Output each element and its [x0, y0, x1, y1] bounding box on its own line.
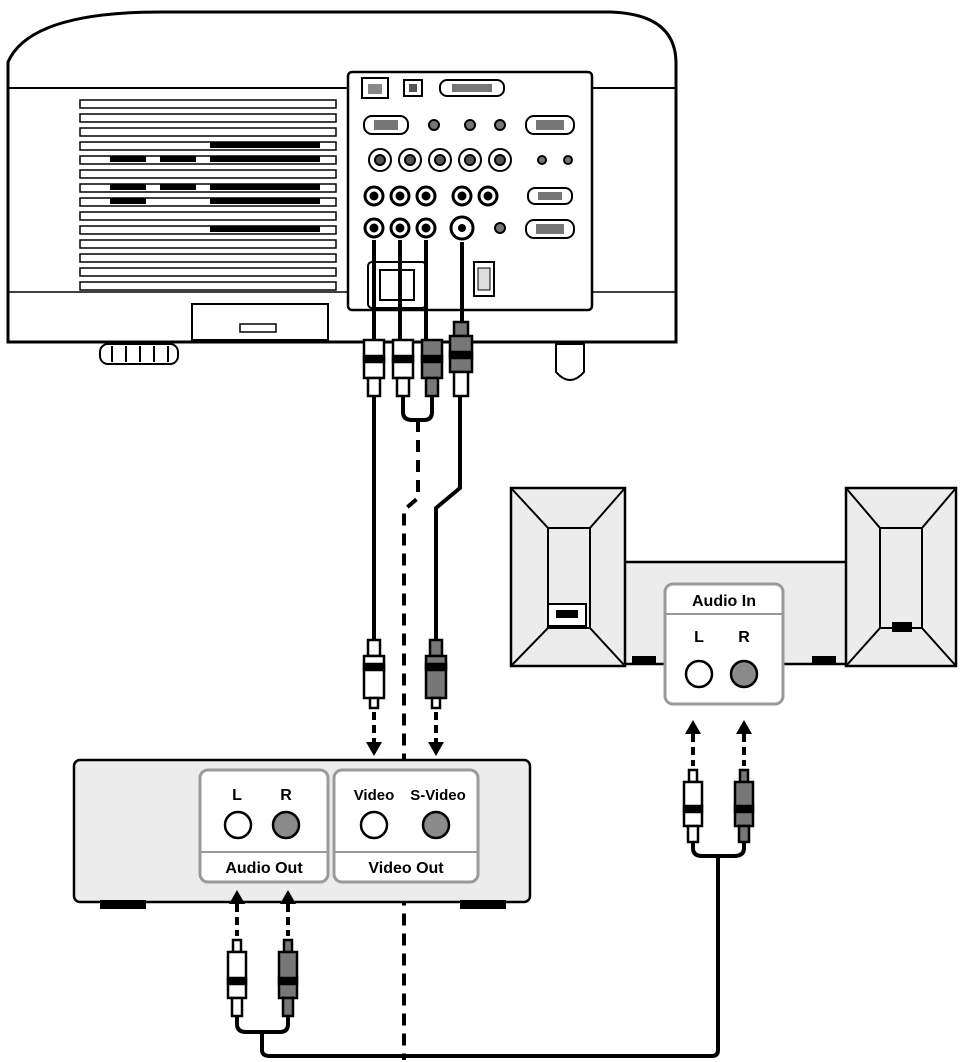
- speaker-jack-left-icon: [684, 659, 714, 689]
- speaker-right: [844, 486, 958, 668]
- device-video-label: Video: [354, 787, 395, 804]
- video-out-title: Video Out: [368, 860, 444, 877]
- svideo-plug-projector: [448, 320, 474, 398]
- rca-plug-audio-right-projector: [420, 338, 444, 398]
- speaker-label-l: L: [694, 629, 704, 646]
- rca-plug-video-device: [362, 638, 386, 710]
- rca-plug-speaker-right: [733, 768, 755, 844]
- device-video-jack-icon: [359, 810, 389, 840]
- arrow-into-svideo-icon: [428, 712, 444, 756]
- rca-plug-device-audio-left: [226, 938, 248, 1018]
- speaker-left: [509, 486, 627, 668]
- audio-out-title: Audio Out: [225, 860, 303, 877]
- rca-plug-device-audio-right: [277, 938, 299, 1018]
- svideo-plug-device: [424, 638, 448, 710]
- arrow-into-speaker-right-icon: [736, 720, 752, 766]
- arrow-into-video-icon: [366, 712, 382, 756]
- device-svideo-jack-icon: [421, 810, 451, 840]
- rca-plug-video-projector: [362, 338, 386, 398]
- device-audio-jack-right-icon: [271, 810, 301, 840]
- audio-out-panel: [198, 768, 330, 884]
- projector-bottom-slot: [191, 303, 329, 341]
- bnc-ports-icon: [368, 148, 573, 172]
- rca-plug-speaker-left: [682, 768, 704, 844]
- speaker-label-r: R: [738, 629, 750, 646]
- device-svideo-label: S-Video: [410, 787, 466, 804]
- projector-foot-right: [555, 343, 585, 381]
- arrow-from-audio-left-icon: [229, 890, 245, 936]
- projector-vent-grille: [79, 99, 337, 291]
- device-audio-jack-left-icon: [223, 810, 253, 840]
- device-audio-label-r: R: [280, 787, 292, 804]
- video-out-panel: [332, 768, 480, 884]
- arrow-from-audio-right-icon: [280, 890, 296, 936]
- source-device: L R Audio Out Video S-Video Video Out: [72, 758, 532, 909]
- arrow-into-speaker-left-icon: [685, 720, 701, 766]
- speaker-jack-right-icon: [729, 659, 759, 689]
- audio-in-title: Audio In: [692, 593, 756, 610]
- audio-cable-to-speakers: [235, 856, 720, 1058]
- speaker-system: Audio In L R: [509, 486, 958, 706]
- projector: [6, 10, 678, 381]
- rca-plug-audio-left-projector: [391, 338, 415, 398]
- device-audio-label-l: L: [232, 787, 242, 804]
